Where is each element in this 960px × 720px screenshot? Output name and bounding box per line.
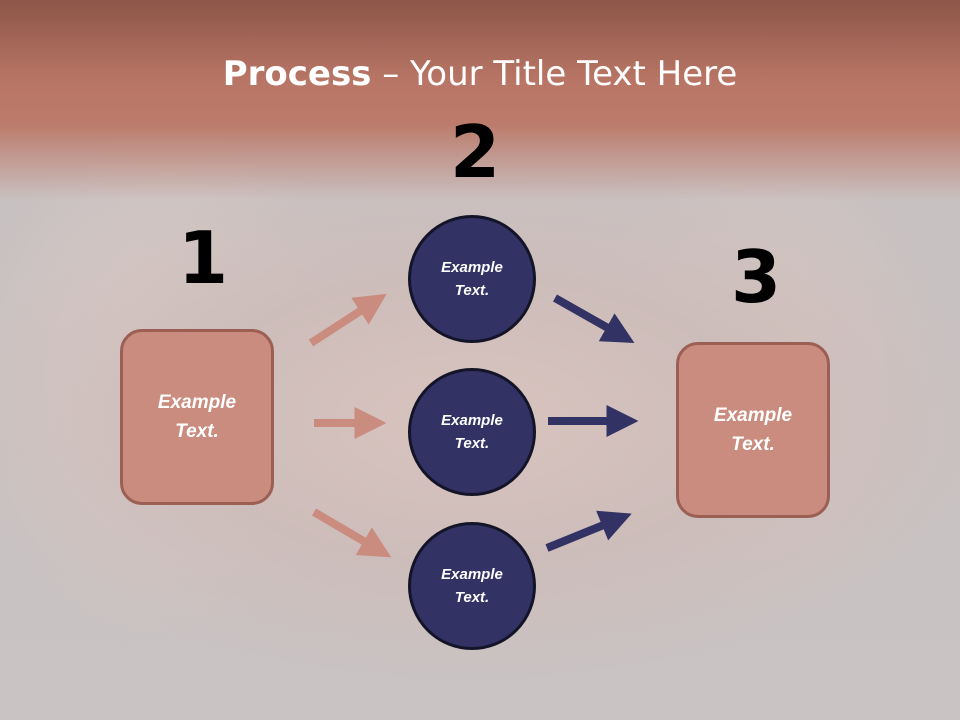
step-3-box: Example Text.	[676, 342, 830, 518]
title-rest: – Your Title Text Here	[371, 54, 738, 94]
step-number-2: 2	[450, 110, 501, 194]
step-2-circle-1: Example Text.	[408, 215, 536, 343]
step-1-box: Example Text.	[120, 329, 274, 505]
step-number-1: 1	[178, 216, 229, 300]
arrow-circle-3-to-3	[545, 510, 632, 552]
arrow-1-to-circle-3	[311, 508, 392, 558]
title-bold: Process	[222, 54, 372, 94]
slide-title: Process – Your Title Text Here	[0, 54, 960, 94]
arrow-circle-1-to-3	[553, 294, 635, 344]
title-band	[0, 0, 960, 200]
step-2-circle-2: Example Text.	[408, 368, 536, 496]
step-2-circle-3: Example Text.	[408, 522, 536, 650]
step-number-3: 3	[731, 235, 782, 319]
arrow-1-to-circle-1	[308, 293, 387, 347]
